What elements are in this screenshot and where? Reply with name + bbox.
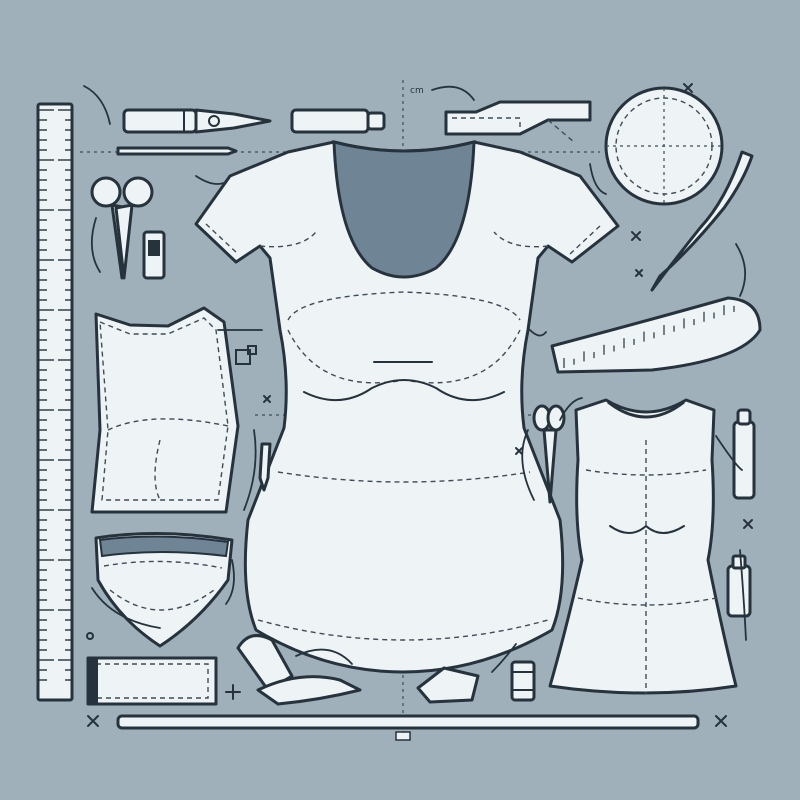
thread-spool-icon	[510, 660, 536, 702]
ruler-icon	[36, 102, 74, 702]
arrows	[83, 85, 747, 673]
scissors-icon	[90, 176, 154, 280]
waistband-pattern-icon	[86, 656, 218, 706]
embroidery-hoop-icon	[604, 86, 724, 206]
bottom-guide-bar	[116, 714, 700, 741]
cross-mark-icon	[87, 83, 753, 727]
thimble-icon	[236, 634, 362, 706]
ruler-ticks	[38, 109, 72, 681]
seam-ripper-icon	[122, 108, 272, 134]
pattern-piece-icon-small	[416, 666, 480, 704]
briefs-pattern-icon	[94, 531, 234, 648]
scissors-icon-small	[532, 404, 566, 504]
square-mark-icon	[86, 345, 257, 640]
chalk-icon	[142, 230, 166, 280]
pencil-icon	[116, 146, 238, 156]
measuring-tape-icon	[550, 150, 762, 374]
bodice-pattern-icon	[90, 306, 240, 514]
tank-top-pattern-icon	[548, 398, 738, 695]
glue-stick-icon	[290, 108, 386, 134]
pattern-piece-icon	[444, 100, 592, 143]
t-shirt-pattern-icon	[194, 140, 620, 674]
tape-ticks	[563, 305, 735, 368]
top-mark-label: cm	[410, 86, 424, 96]
pencil-icon-small	[258, 442, 272, 492]
